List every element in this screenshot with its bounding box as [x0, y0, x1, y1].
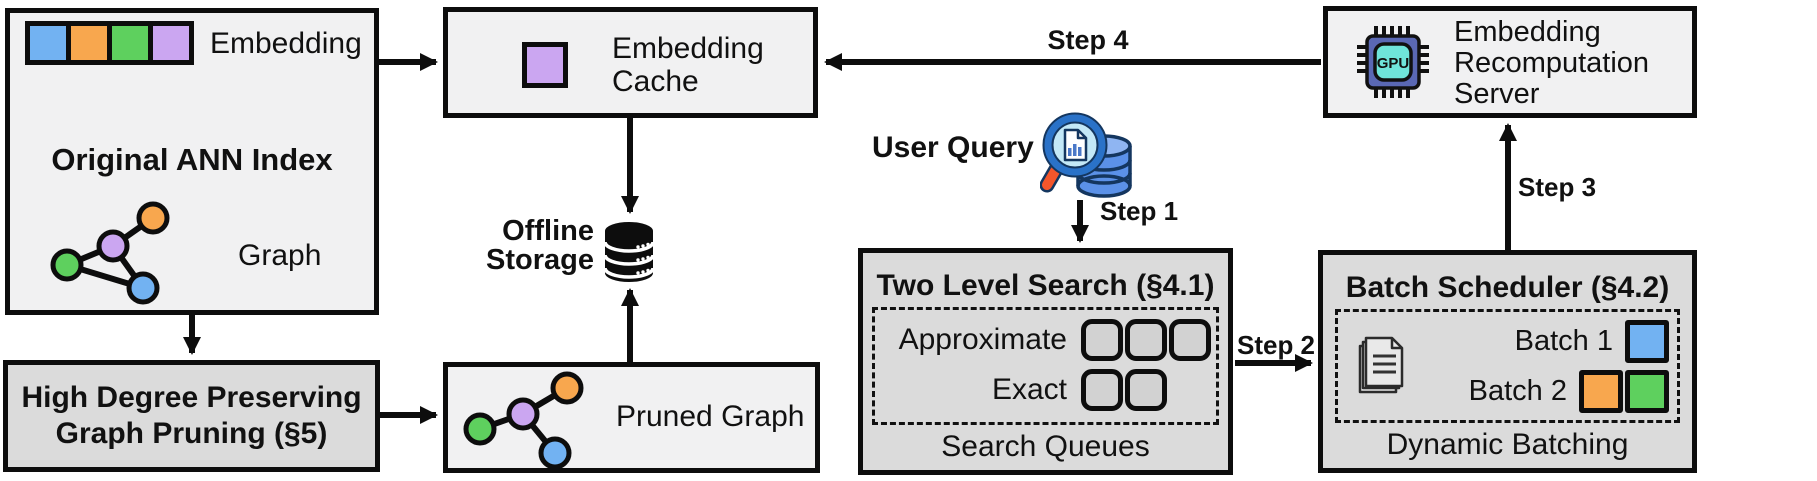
blue-batch-square [1625, 319, 1669, 363]
step-3-label: Step 3 [1518, 172, 1597, 202]
search-queues-label: Search Queues [941, 430, 1150, 463]
pruned-graph-box: Pruned Graph [443, 362, 820, 473]
exact-queue-row: Exact [875, 365, 1216, 415]
original-ann-index-box: Embedding Original ANN Index Graph [5, 8, 379, 315]
batch-1-label: Batch 1 [1514, 324, 1613, 357]
step-4-label: Step 4 [1047, 25, 1129, 55]
queue-slot [1081, 319, 1123, 361]
graph-pruning-box: High Degree Preserving Graph Pruning (§5… [3, 360, 380, 472]
approximate-queue-slots [1081, 319, 1211, 361]
exact-queue-slots [1081, 369, 1167, 411]
search-queues-panel: Approximate Exact [872, 307, 1219, 425]
queue-slot [1125, 369, 1167, 411]
pruned-graph-label: Pruned Graph [616, 400, 805, 433]
batch-2-row: Batch 2 [1412, 366, 1669, 416]
queue-slot [1081, 369, 1123, 411]
orange-batch-square [1579, 369, 1623, 413]
approximate-queue-row: Approximate [875, 315, 1216, 365]
two-level-search-box: Two Level Search (§4.1) Approximate Exac… [858, 248, 1233, 475]
recomputation-server-box: GPU Embedding Recomputation Server [1323, 6, 1697, 118]
step-2-label: Step 2 [1236, 330, 1316, 360]
batch-1-squares [1625, 319, 1669, 363]
exact-label: Exact [991, 373, 1067, 406]
batch-scheduler-box: Batch Scheduler (§4.2) Batch 1 [1318, 250, 1697, 473]
recomputation-server-label: Embedding Recomputation Server [1454, 16, 1650, 110]
two-level-search-title: Two Level Search (§4.1) [876, 269, 1215, 302]
embedding-vector-icon [25, 21, 194, 65]
documents-icon [1358, 336, 1404, 394]
green-embedding-swatch [112, 26, 148, 60]
user-query-icon [1040, 112, 1132, 198]
approximate-label: Approximate [898, 323, 1067, 356]
svg-text:GPU: GPU [1377, 55, 1410, 72]
batch-2-label: Batch 2 [1468, 374, 1567, 407]
batch-1-row: Batch 1 [1412, 316, 1669, 366]
original-graph-icon [50, 201, 170, 305]
batch-scheduler-title: Batch Scheduler (§4.2) [1345, 271, 1670, 304]
graph-pruning-title: High Degree Preserving Graph Pruning (§5… [21, 381, 362, 450]
dynamic-batching-label: Dynamic Batching [1386, 428, 1629, 461]
original-ann-index-title: Original ANN Index [51, 142, 333, 177]
purple-embedding-swatch [153, 26, 189, 60]
blue-embedding-swatch [30, 26, 66, 60]
queue-slot [1125, 319, 1167, 361]
queue-slot [1169, 319, 1211, 361]
orange-embedding-swatch [71, 26, 107, 60]
embedding-cache-label: Embedding Cache [612, 32, 764, 98]
batch-2-squares [1579, 369, 1669, 413]
dynamic-batching-panel: Batch 1 Batch 2 [1335, 309, 1680, 423]
embedding-cache-box: Embedding Cache [443, 7, 818, 118]
embedding-label: Embedding [210, 27, 362, 60]
user-query-label: User Query [872, 131, 1034, 164]
gpu-chip-icon: GPU [1357, 26, 1429, 98]
cached-embedding-icon [522, 42, 568, 88]
offline-storage-database-icon [603, 222, 655, 282]
graph-label: Graph [238, 239, 322, 272]
offline-storage-label: Offline Storage [486, 215, 594, 276]
green-batch-square [1625, 369, 1669, 413]
pruned-graph-icon [463, 371, 584, 469]
step-1-label: Step 1 [1100, 196, 1179, 226]
